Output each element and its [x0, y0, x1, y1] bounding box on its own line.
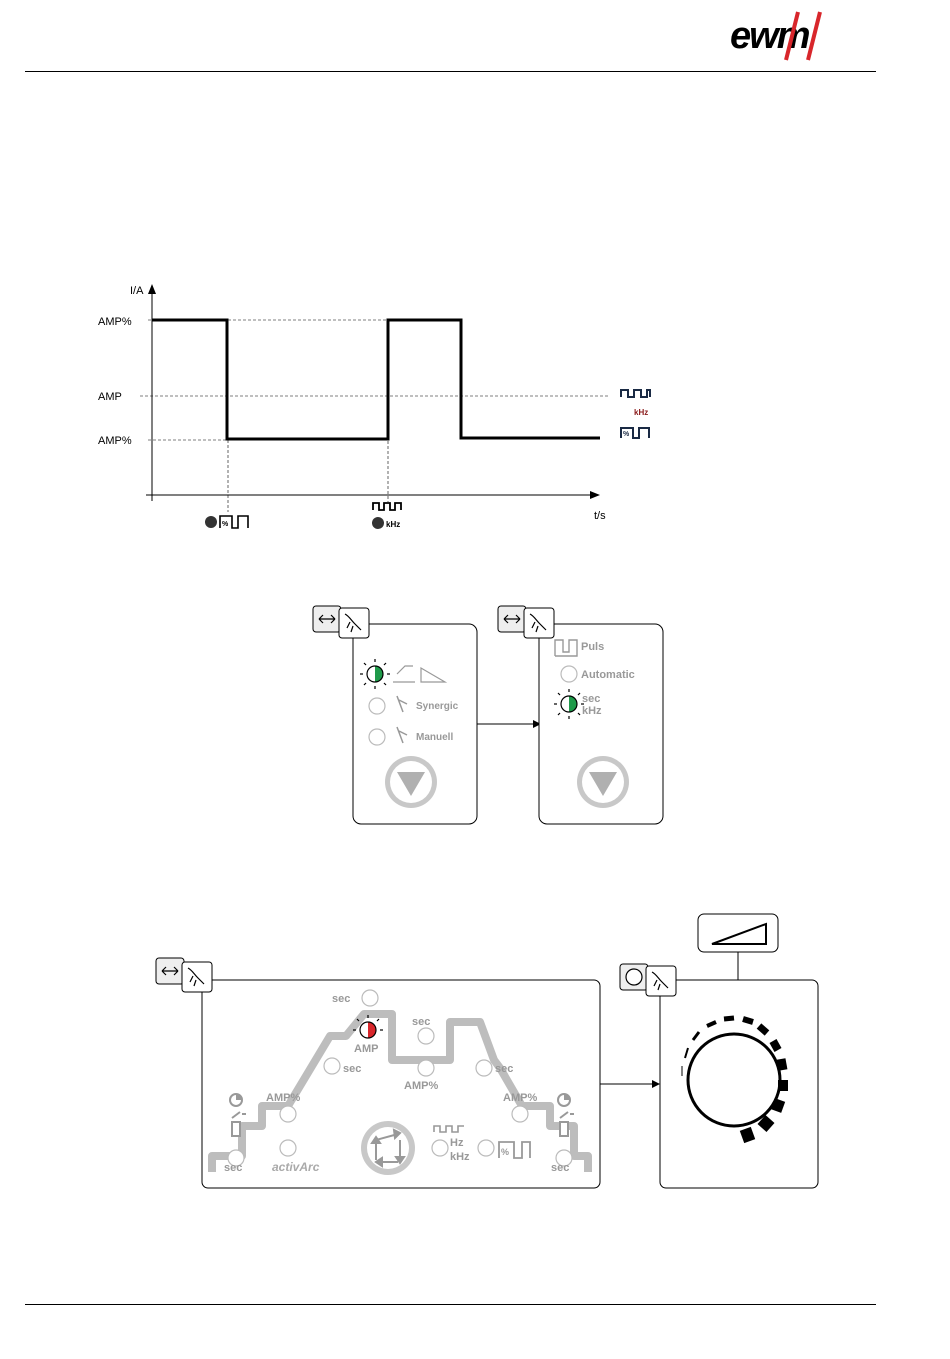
- panel-a-led-synergic: [369, 698, 385, 714]
- label-sec-top: sec: [332, 993, 350, 1005]
- label-sec-upper-right: sec: [412, 1016, 430, 1028]
- pulse-diagram: I/A t/s AMP% AMP AMP% kHz % % kHz: [90, 280, 660, 540]
- legend-khz: kHz: [634, 408, 648, 417]
- marker-led-1: [205, 516, 217, 528]
- knob-select-button[interactable]: [620, 964, 676, 996]
- level-label-low: AMP%: [98, 435, 132, 447]
- marker-pulse-icon: [373, 503, 401, 510]
- marker-balance-icon: %: [220, 516, 248, 528]
- panel-sequence-a-b: Synergic Manuell Puls Automatic: [305, 600, 675, 832]
- encoder-icon: [626, 969, 642, 985]
- x-axis-arrow: [590, 491, 600, 499]
- label-khz: kHz: [450, 1151, 470, 1163]
- led-secondary-current: [418, 1060, 434, 1076]
- led-pulse-time: [418, 1028, 434, 1044]
- welding-sequence-figure: sec AMP sec sec AMP% sec AMP% AMP%: [150, 908, 830, 1198]
- led-start-current: [280, 1106, 296, 1122]
- label-amp-pct-right: AMP%: [503, 1092, 537, 1104]
- logo-text: ewm: [730, 15, 810, 57]
- led-pulse-frequency: [432, 1140, 448, 1156]
- led-upslope: [324, 1058, 340, 1074]
- label-pct: %: [501, 1147, 509, 1157]
- footer-rule: [25, 1304, 876, 1305]
- label-amp-pct-left: AMP%: [266, 1092, 300, 1104]
- legend-pct: %: [623, 431, 630, 438]
- led-gas-preflow: [362, 990, 378, 1006]
- logo: ewm: [728, 8, 860, 64]
- sequence-select-button[interactable]: [156, 958, 212, 992]
- panel-a-item-synergic: Synergic: [416, 701, 459, 712]
- label-sec-right-mid: sec: [495, 1063, 513, 1075]
- panel-a-down-button[interactable]: [385, 756, 437, 808]
- y-axis-arrow: [148, 284, 156, 294]
- panel-b-item-puls: Puls: [581, 641, 604, 653]
- flow-arrowhead: [652, 1080, 660, 1088]
- label-sec-bottom-right: sec: [551, 1162, 569, 1174]
- panel-a-item-manuell: Manuell: [416, 732, 453, 743]
- label-amp-pct-mid: AMP%: [404, 1080, 438, 1092]
- level-label-top: AMP%: [98, 316, 132, 328]
- marker-1-label: %: [222, 521, 229, 528]
- panel-b-item-automatic: Automatic: [581, 669, 635, 681]
- label-activarc: activArc: [272, 1160, 320, 1174]
- marker-led-2: [372, 517, 384, 529]
- label-amp-active: AMP: [354, 1043, 378, 1055]
- panel-a-led-manuell: [369, 729, 385, 745]
- led-end-current: [512, 1106, 528, 1122]
- x-axis-label: t/s: [594, 510, 606, 522]
- label-sec-bottom-left: sec: [224, 1162, 242, 1174]
- panel-b-led-automatic: [561, 666, 577, 682]
- panel-b-down-button[interactable]: [577, 756, 629, 808]
- logo-slash-mark: [808, 12, 820, 60]
- led-downslope: [476, 1060, 492, 1076]
- current-waveform: [152, 320, 600, 439]
- pulse-icon: [621, 390, 650, 397]
- label-sec-left-mid: sec: [343, 1063, 361, 1075]
- center-rotate-button[interactable]: [361, 1121, 415, 1175]
- balance-icon: %: [621, 428, 649, 438]
- header-rule: [25, 71, 876, 72]
- marker-2-label: kHz: [386, 520, 400, 529]
- level-label-mid: AMP: [98, 391, 122, 403]
- led-pulse-balance: [478, 1140, 494, 1156]
- panel-b-select-button[interactable]: [498, 606, 554, 638]
- panel-b-item-khz: kHz: [582, 705, 602, 717]
- led-activarc: [280, 1140, 296, 1156]
- y-axis-label: I/A: [130, 285, 144, 297]
- panel-a-select-button[interactable]: [313, 606, 369, 638]
- panel-b-item-sec: sec: [582, 693, 600, 705]
- label-hz: Hz: [450, 1137, 464, 1149]
